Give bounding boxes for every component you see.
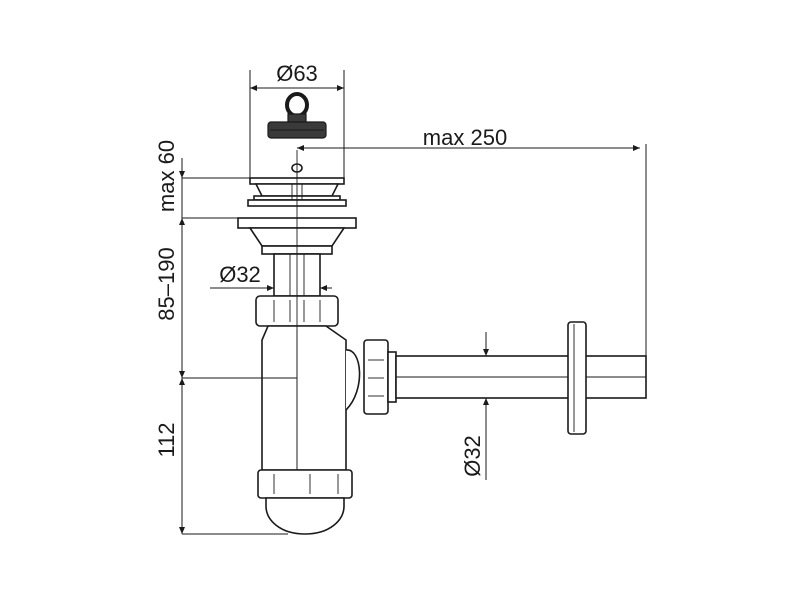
bottle-body — [261, 325, 361, 471]
outlet-pipe — [395, 355, 647, 399]
dimension-max-reach: max 250 — [297, 125, 647, 356]
stopper-diameter-label: Ø63 — [276, 61, 318, 86]
outlet-nut — [363, 339, 397, 415]
outlet-diameter-label: Ø32 — [460, 435, 485, 477]
max-height-label: max 60 — [154, 140, 179, 212]
dimension-chain-left: max 60 85–190 112 — [154, 140, 297, 535]
bottle-bottom-nut — [257, 469, 353, 499]
dimension-stopper-diameter: Ø63 — [249, 61, 345, 178]
wall-rosette — [567, 321, 587, 435]
dimension-tube-diameter: Ø32 — [210, 262, 332, 291]
height-range-label: 85–190 — [154, 247, 179, 320]
max-reach-label: max 250 — [423, 125, 507, 150]
tube-diameter-label: Ø32 — [219, 262, 261, 287]
dimension-outlet-diameter: Ø32 — [460, 332, 489, 480]
bottle-bottom-cap — [265, 497, 345, 535]
stopper-plug — [267, 92, 327, 139]
trap-height-label: 112 — [154, 422, 179, 457]
